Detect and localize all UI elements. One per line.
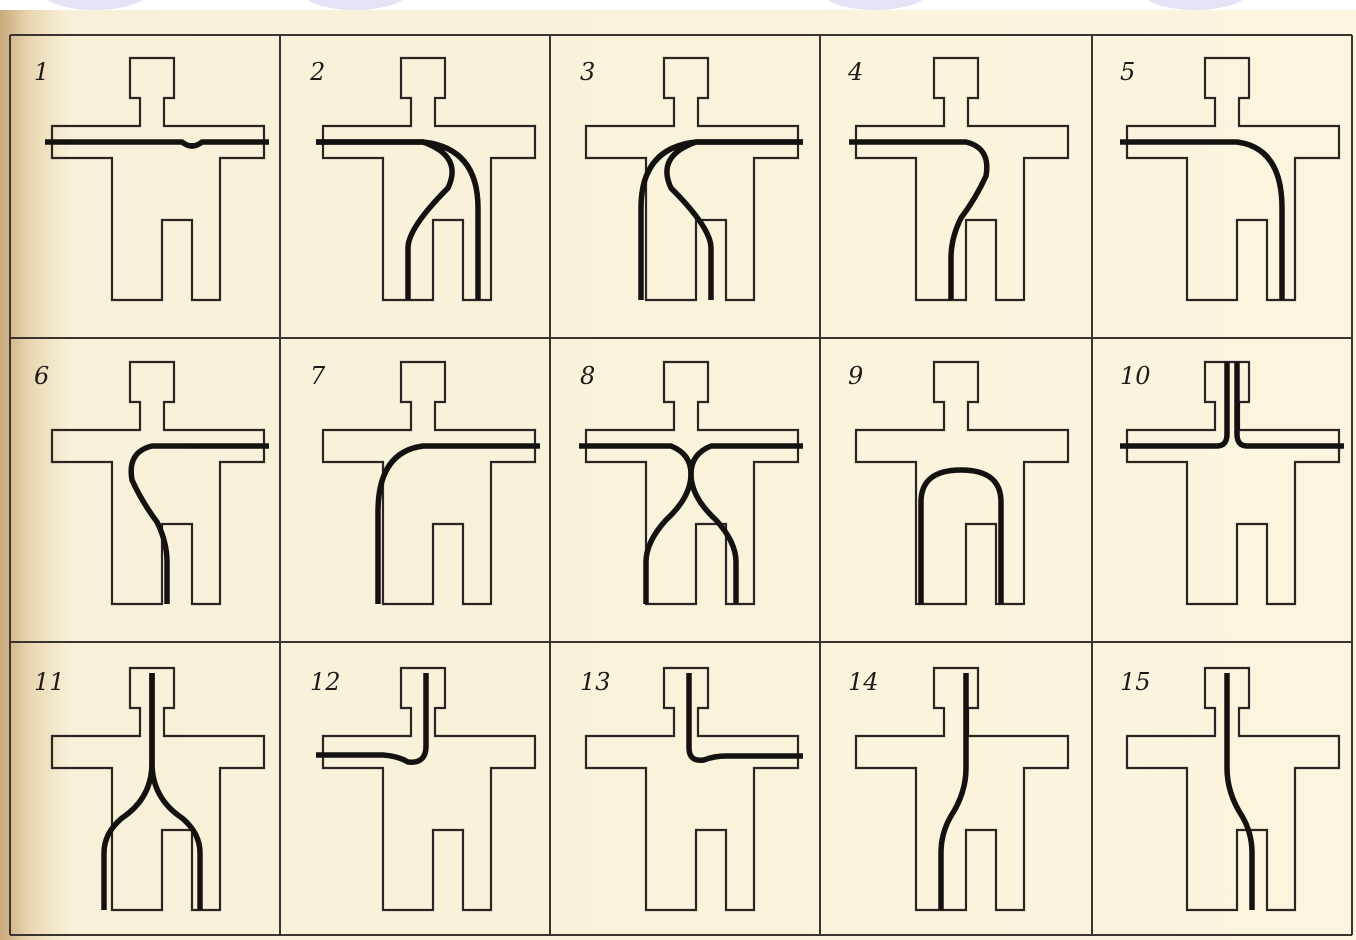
panel-number: 15 [1120, 668, 1151, 696]
diagram-cell [586, 668, 803, 910]
diagram-cell [849, 58, 1068, 300]
panel-number: 6 [34, 362, 49, 390]
diagram-cell [316, 58, 535, 300]
body-outline [52, 362, 264, 604]
body-outline [52, 58, 264, 300]
body-outline [323, 362, 535, 604]
panel-number: 9 [848, 362, 863, 390]
pathway-line [667, 142, 803, 300]
panel-number: 14 [848, 668, 879, 696]
panel-number: 10 [1120, 362, 1151, 390]
panel-number: 8 [580, 362, 595, 390]
pathway-line [1237, 362, 1344, 446]
panel-number: 7 [310, 362, 326, 390]
diagram-cell [323, 362, 540, 604]
diagram-cell [52, 668, 264, 910]
diagram-cell [586, 58, 803, 300]
body-outline [1127, 58, 1339, 300]
diagram-cell [52, 362, 269, 604]
panel-number: 12 [310, 668, 341, 696]
diagram-cell [1120, 362, 1344, 604]
diagram-cell [856, 362, 1068, 604]
panel-number: 11 [34, 668, 65, 696]
pathway-line [131, 446, 269, 604]
body-outline [1127, 362, 1339, 604]
pathway-line [921, 470, 1001, 604]
body-outline [586, 668, 798, 910]
pathway-line [689, 673, 803, 760]
panel-number: 2 [309, 58, 325, 86]
panel-number: 13 [580, 668, 611, 696]
body-outline [856, 58, 1068, 300]
body-outline [856, 362, 1068, 604]
panel-number: 3 [580, 58, 595, 86]
diagram-cell [579, 362, 803, 604]
diagram-cell [856, 668, 1068, 910]
diagram-cell [1127, 668, 1339, 910]
diagram-cell [45, 58, 269, 300]
panel-number: 4 [847, 58, 863, 86]
body-outline [586, 58, 798, 300]
panel-number: 5 [1120, 58, 1135, 86]
body-outline [323, 668, 535, 910]
body-outline [323, 58, 535, 300]
body-outline [1127, 668, 1339, 910]
diagram-cell [1120, 58, 1339, 300]
pathway-line [579, 446, 691, 604]
panel-number: 1 [34, 58, 49, 86]
pathway-line [45, 142, 269, 146]
grid-lines [10, 35, 1352, 935]
diagram-cell [316, 668, 535, 910]
